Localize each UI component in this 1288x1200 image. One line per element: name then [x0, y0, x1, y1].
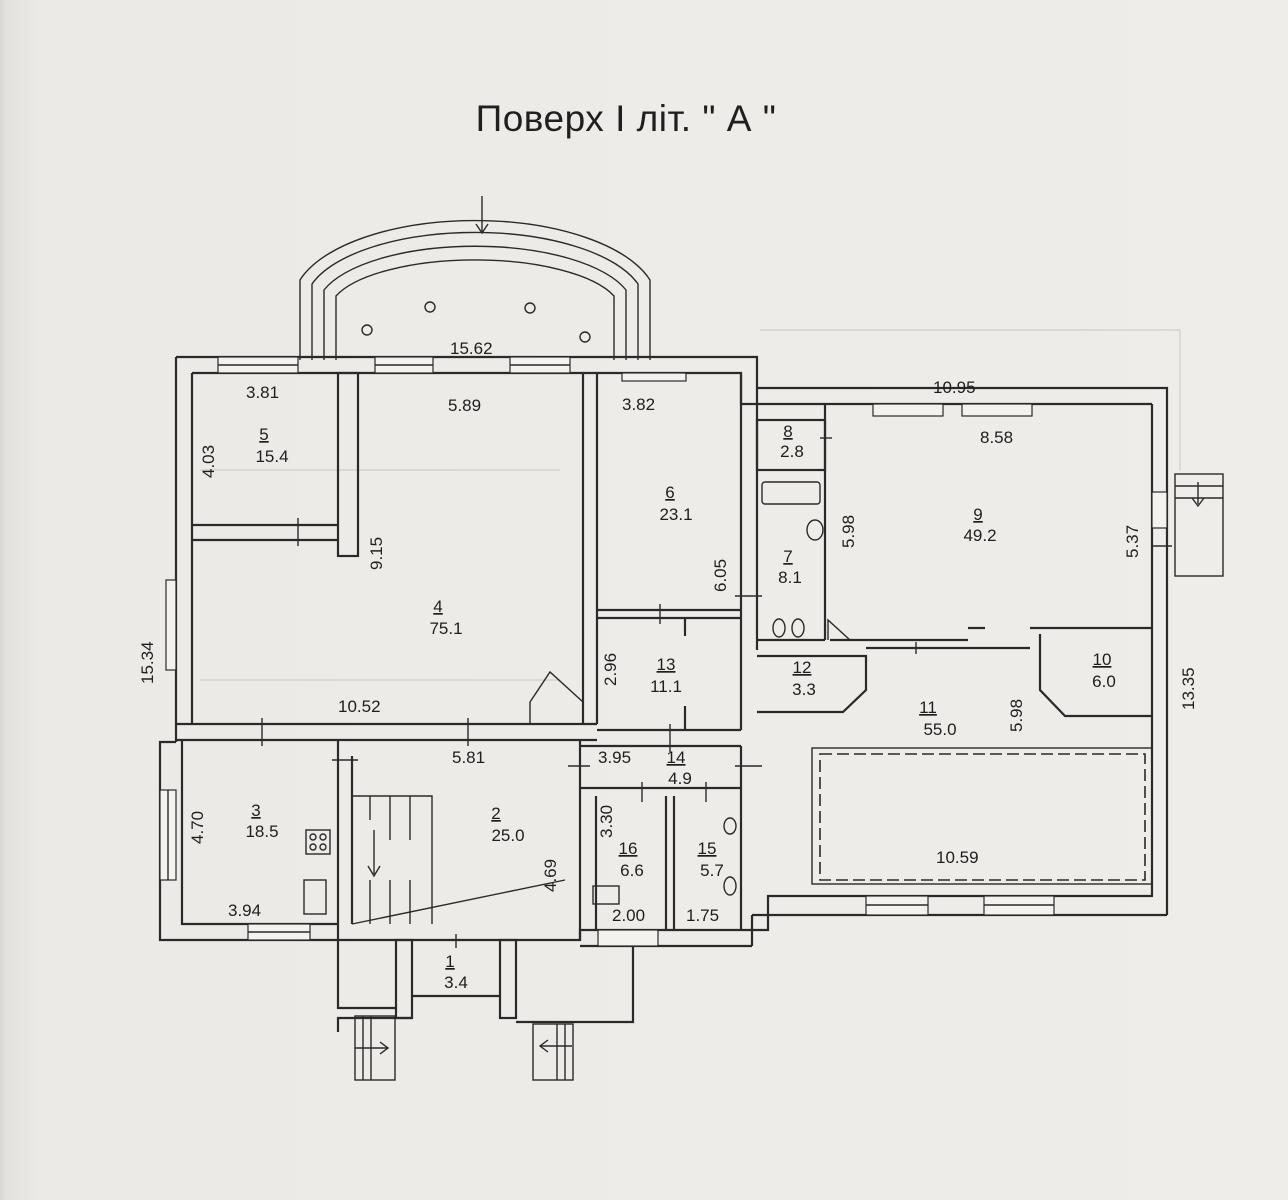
dim-pool-width: 10.59	[936, 848, 979, 867]
room-1: 13.4	[444, 952, 468, 992]
svg-text:4: 4	[433, 597, 442, 616]
svg-text:18.5: 18.5	[245, 822, 278, 841]
room-5: 515.4	[255, 425, 288, 466]
outer-walls	[158, 355, 1169, 948]
dim-room2-depth: 4.69	[541, 859, 560, 892]
windows	[159, 356, 1168, 947]
svg-text:12: 12	[793, 658, 812, 677]
dim-room5-depth: 4.03	[199, 445, 218, 478]
dim-room11-depth: 5.98	[1007, 699, 1026, 732]
room-2: 225.0	[491, 804, 524, 845]
room-11: 11 55.0	[919, 698, 956, 739]
svg-text:3.4: 3.4	[444, 973, 468, 992]
room-4: 475.1	[429, 597, 462, 638]
dim-overall-right: 13.35	[1179, 667, 1198, 710]
interior-walls	[176, 371, 1224, 1081]
dim-room4-depth: 9.15	[367, 537, 386, 570]
svg-text:10: 10	[1093, 650, 1112, 669]
svg-text:8: 8	[783, 422, 792, 441]
svg-text:6.6: 6.6	[620, 861, 644, 880]
svg-text:9: 9	[973, 505, 982, 524]
dim-room9-right: 5.37	[1123, 525, 1142, 558]
dim-room3-width: 3.94	[228, 901, 261, 920]
room-14: 144.9	[667, 748, 692, 788]
svg-text:7: 7	[783, 547, 792, 566]
svg-text:15: 15	[698, 839, 717, 858]
svg-text:5: 5	[259, 425, 268, 444]
svg-text:49.2: 49.2	[963, 526, 996, 545]
svg-text:6: 6	[665, 483, 674, 502]
dim-east-width: 10.95	[933, 378, 976, 397]
svg-text:2: 2	[491, 804, 500, 823]
dim-room14-width: 3.95	[598, 748, 631, 767]
room-13: 13 11.1	[650, 655, 682, 696]
room-10: 106.0	[1092, 650, 1116, 691]
svg-text:14: 14	[667, 748, 686, 767]
svg-text:15.4: 15.4	[255, 447, 288, 466]
dim-room3-depth: 4.70	[188, 811, 207, 844]
svg-text:2.8: 2.8	[780, 442, 804, 461]
plan-title: Поверх І літ. " А "	[475, 98, 777, 139]
svg-text:8.1: 8.1	[778, 568, 802, 587]
svg-text:16: 16	[619, 839, 638, 858]
svg-text:1: 1	[445, 952, 454, 971]
room-3: 318.5	[245, 801, 278, 841]
svg-text:13: 13	[657, 655, 676, 674]
dim-room13-depth: 2.96	[601, 653, 620, 686]
svg-text:6.0: 6.0	[1092, 672, 1116, 691]
room-9: 949.2	[963, 505, 996, 545]
svg-text:75.1: 75.1	[429, 619, 462, 638]
dim-room16-width: 2.00	[612, 906, 645, 925]
room-12: 123.3	[792, 658, 816, 699]
dim-room5-width: 3.81	[246, 383, 279, 402]
ghost-lines	[200, 329, 1181, 681]
room-7: 78.1	[778, 547, 802, 587]
svg-text:11: 11	[919, 698, 937, 717]
dim-room4-top: 5.89	[448, 396, 481, 415]
room-6: 623.1	[659, 483, 692, 524]
room-15: 155.7	[698, 839, 724, 880]
dim-terrace-width: 15.62	[450, 339, 493, 358]
svg-text:55.0: 55.0	[923, 720, 956, 739]
svg-text:23.1: 23.1	[659, 505, 692, 524]
svg-text:3: 3	[251, 801, 260, 820]
dim-room6-depth: 6.05	[711, 559, 730, 592]
dimension-labels: 15.62 3.81 5.89 3.82 10.95 8.58 10.52 5.…	[138, 339, 1198, 925]
dim-room16-depth: 3.30	[597, 805, 616, 838]
svg-text:3.3: 3.3	[792, 680, 816, 699]
dim-room2-top: 5.81	[452, 748, 485, 767]
dim-overall-left: 15.34	[138, 641, 157, 684]
dim-room15-width: 1.75	[686, 906, 719, 925]
room-labels: 13.4 225.0 318.5 475.1 515.4 623.1 78.1 …	[245, 422, 1115, 992]
svg-text:11.1: 11.1	[650, 677, 682, 696]
svg-text:25.0: 25.0	[491, 826, 524, 845]
terrace-arc	[299, 196, 651, 360]
dim-room9-width: 8.58	[980, 428, 1013, 447]
door-marks	[261, 437, 1172, 948]
dim-room4-bottom: 10.52	[338, 697, 381, 716]
room-8: 82.8	[780, 422, 804, 461]
room-16: 166.6	[619, 839, 644, 880]
dim-room6-width: 3.82	[622, 395, 655, 414]
svg-text:5.7: 5.7	[700, 861, 724, 880]
svg-text:4.9: 4.9	[668, 769, 692, 788]
dim-room9-left: 5.98	[839, 515, 858, 548]
